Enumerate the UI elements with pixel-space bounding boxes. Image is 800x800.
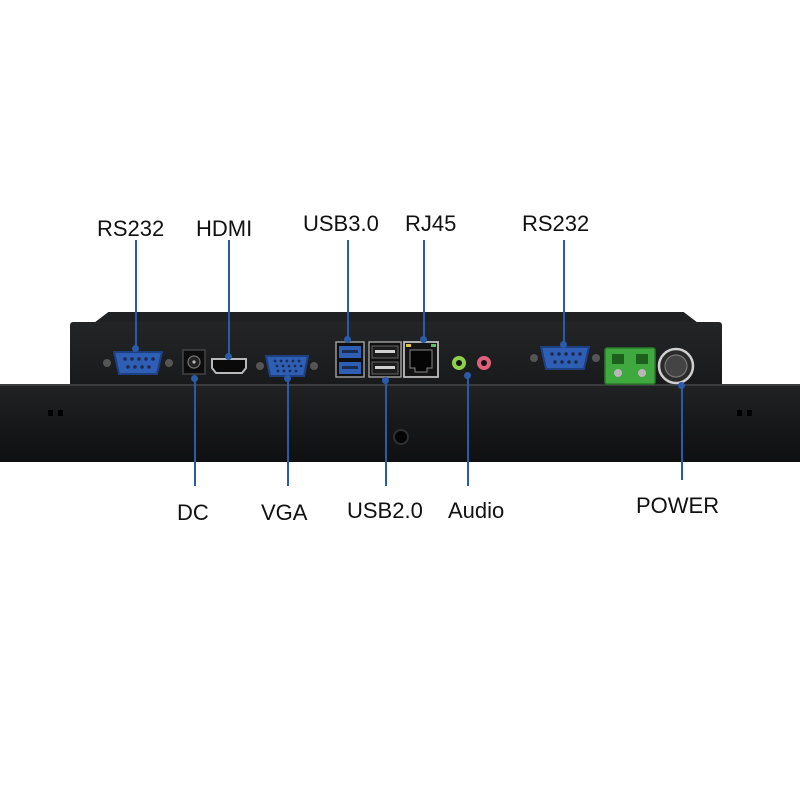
vent-slot	[48, 410, 53, 416]
leader-dot	[191, 375, 198, 382]
dc-jack	[182, 349, 206, 375]
label-dc: DC	[177, 500, 209, 525]
leader-dot	[678, 382, 685, 389]
label-usb30: USB3.0	[303, 211, 379, 236]
power-button-graphic	[657, 347, 695, 385]
label-vga: VGA	[261, 500, 308, 525]
vga-port	[256, 355, 318, 377]
leader-line-dc	[194, 378, 196, 486]
leader-dot	[560, 341, 567, 348]
usb20-ports	[368, 341, 402, 378]
usb30-ports	[335, 341, 365, 378]
leader-dot	[284, 375, 291, 382]
leader-line-vga	[287, 378, 289, 486]
leader-line-usb20	[385, 380, 387, 486]
leader-dot	[464, 372, 471, 379]
label-usb20: USB2.0	[347, 498, 423, 523]
monitor-bottom-frame	[0, 384, 800, 462]
leader-line-usb30	[347, 240, 349, 340]
label-rj45: RJ45	[405, 211, 457, 236]
leader-line-rs232-right	[563, 240, 565, 345]
leader-line-rj45	[423, 240, 425, 340]
vent-slot	[747, 410, 752, 416]
label-hdmi: HDMI	[196, 216, 253, 241]
terminal-block	[604, 347, 656, 385]
label-rs232-right: RS232	[522, 211, 590, 236]
hdmi-port	[211, 358, 247, 374]
rj45-port	[403, 341, 439, 378]
leader-dot	[225, 353, 232, 360]
leader-line-audio	[467, 375, 469, 486]
label-power: POWER	[636, 493, 720, 518]
vent-slot	[58, 410, 63, 416]
leader-line-hdmi	[228, 240, 230, 358]
rs232-left-port	[103, 351, 173, 375]
rs232-right-port	[530, 346, 600, 370]
vent-slot	[737, 410, 742, 416]
leader-dot	[382, 377, 389, 384]
audio-jacks	[452, 356, 491, 370]
label-rs232-left: RS232	[97, 216, 165, 241]
leader-line-power	[681, 385, 683, 480]
leader-line-rs232-left	[135, 240, 137, 350]
leader-dot	[344, 336, 351, 343]
label-audio: Audio	[448, 498, 505, 523]
leader-dot	[132, 345, 139, 352]
screw-hole	[393, 429, 409, 445]
leader-dot	[420, 336, 427, 343]
